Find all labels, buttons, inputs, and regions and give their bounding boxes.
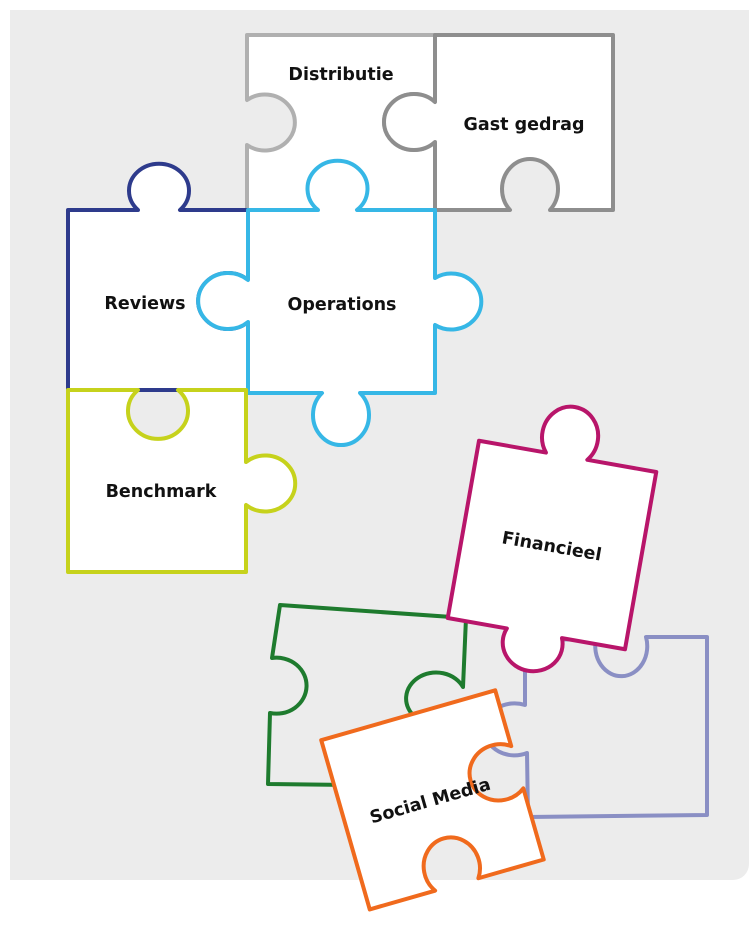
puzzle-piece-financieel: Financieel [445,404,659,674]
distributie-label: Distributie [288,65,393,85]
puzzle-piece-gast-gedrag: Gast gedrag [382,33,615,212]
puzzle-piece-benchmark: Benchmark [66,388,298,574]
operations-label: Operations [288,295,397,315]
gast-gedrag-label: Gast gedrag [464,115,585,135]
reviews-label: Reviews [104,294,185,314]
puzzle-piece-social-media: Social Media [319,688,546,912]
benchmark-label: Benchmark [106,482,217,502]
puzzle-piece-distributie: Distributie [245,33,437,212]
puzzle-piece-operations: Operations [196,158,484,448]
